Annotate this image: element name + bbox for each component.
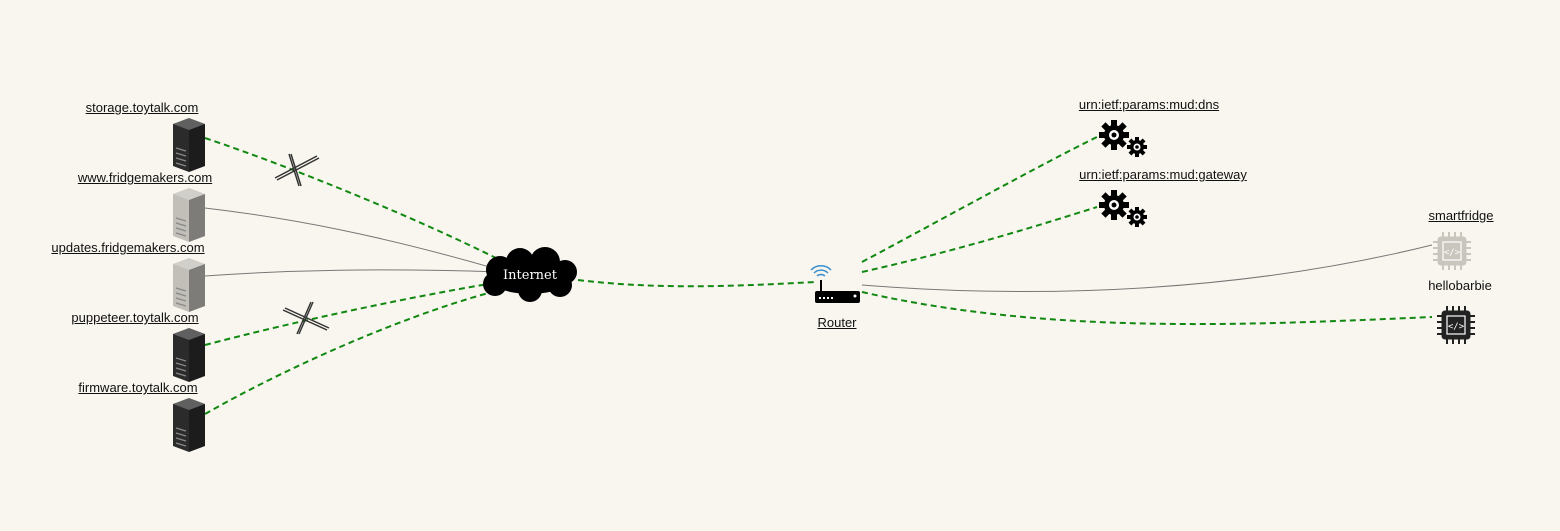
link-storage-internet[interactable] <box>204 137 501 261</box>
gears-icon[interactable] <box>1099 120 1147 157</box>
server-label-updates[interactable]: updates.fridgemakers.com <box>51 240 205 255</box>
server-icon[interactable] <box>172 117 206 173</box>
link-puppeteer-internet[interactable] <box>204 281 501 346</box>
link-router-hellobarbie[interactable] <box>861 291 1433 326</box>
link-fridgemakers-internet[interactable] <box>204 207 501 271</box>
blocked-cross-icon <box>282 301 330 335</box>
link-internet-router[interactable] <box>577 279 816 288</box>
device-label-smartfridge[interactable]: smartfridge <box>1428 208 1494 223</box>
device-label-hellobarbie[interactable]: hellobarbie <box>1428 278 1492 293</box>
chip-icon[interactable] <box>1436 305 1476 345</box>
router-icon[interactable] <box>810 265 860 303</box>
internet-label: Internet <box>503 268 557 283</box>
link-router-gateway[interactable] <box>861 206 1098 273</box>
gears-icon[interactable] <box>1099 190 1147 227</box>
server-label-firmware[interactable]: firmware.toytalk.com <box>78 380 198 395</box>
server-label-storage[interactable]: storage.toytalk.com <box>85 100 199 115</box>
server-icon[interactable] <box>172 327 206 383</box>
server-label-puppeteer[interactable]: puppeteer.toytalk.com <box>71 310 199 325</box>
server-icon[interactable] <box>172 397 206 453</box>
mud-label-gateway[interactable]: urn:ietf:params:mud:gateway <box>1079 167 1247 182</box>
link-updates-internet[interactable] <box>204 269 501 277</box>
blocked-cross-icon <box>274 153 320 187</box>
mud-label-dns[interactable]: urn:ietf:params:mud:dns <box>1078 97 1220 112</box>
chip-icon[interactable] <box>1432 231 1472 271</box>
connection-lines <box>204 136 1433 415</box>
link-router-smartfridge[interactable] <box>861 244 1433 293</box>
server-icon[interactable] <box>172 187 206 243</box>
link-firmware-internet[interactable] <box>204 289 501 415</box>
router-label[interactable]: Router <box>817 315 857 330</box>
cloud-icon[interactable] <box>483 247 577 302</box>
server-icon[interactable] <box>172 257 206 313</box>
server-label-fridgemakers[interactable]: www.fridgemakers.com <box>77 170 213 185</box>
